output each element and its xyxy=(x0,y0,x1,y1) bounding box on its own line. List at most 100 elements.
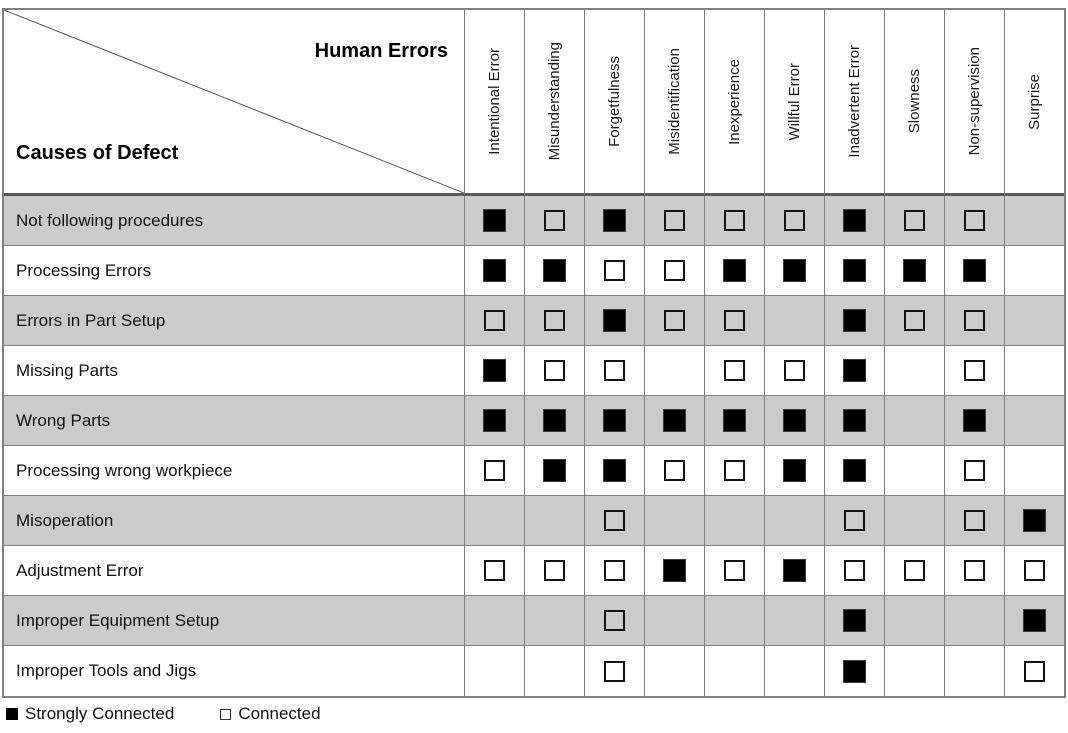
strongly-connected-mark xyxy=(543,409,566,432)
strongly-connected-mark xyxy=(843,459,866,482)
legend-item-strongly-connected: Strongly Connected xyxy=(6,704,174,724)
connected-mark xyxy=(484,460,505,481)
column-header-label: Surprise xyxy=(1026,73,1043,130)
matrix-cell xyxy=(524,546,584,596)
matrix-cell xyxy=(824,596,884,646)
matrix-cell xyxy=(524,396,584,446)
strongly-connected-mark xyxy=(783,459,806,482)
column-header-label: Inexperience xyxy=(726,58,743,145)
matrix-cell xyxy=(704,646,764,696)
matrix-cell xyxy=(524,596,584,646)
connected-mark xyxy=(484,310,505,331)
matrix-cell xyxy=(884,246,944,296)
matrix-cell xyxy=(464,296,524,346)
matrix-cell xyxy=(644,396,704,446)
matrix-cell xyxy=(764,596,824,646)
matrix-cell xyxy=(1004,196,1064,246)
matrix-cell xyxy=(464,396,524,446)
column-header-willful-error: Willful Error xyxy=(764,10,824,196)
connected-mark xyxy=(544,310,565,331)
matrix-cell xyxy=(464,246,524,296)
matrix-cell xyxy=(464,596,524,646)
matrix-cell xyxy=(884,196,944,246)
connected-mark xyxy=(724,360,745,381)
matrix-cell xyxy=(464,496,524,546)
column-header-label: Slowness xyxy=(906,69,923,134)
column-axis-title: Human Errors xyxy=(314,40,448,62)
matrix-cell xyxy=(944,346,1004,396)
matrix-cell xyxy=(524,196,584,246)
matrix-cell xyxy=(944,246,1004,296)
legend-strong-label: Strongly Connected xyxy=(25,704,175,723)
matrix-cell xyxy=(1004,446,1064,496)
matrix-cell xyxy=(824,546,884,596)
matrix-cell xyxy=(824,246,884,296)
matrix-cell xyxy=(524,346,584,396)
column-header-label: Willful Error xyxy=(786,62,803,141)
strongly-connected-mark xyxy=(783,559,806,582)
row-label-misoperation: Misoperation xyxy=(4,496,464,546)
connected-mark xyxy=(964,360,985,381)
matrix-cell xyxy=(884,596,944,646)
matrix-cell xyxy=(464,646,524,696)
diagonal-divider-line xyxy=(4,10,464,193)
column-header-misunderstanding: Misunderstanding xyxy=(524,10,584,196)
connected-mark xyxy=(604,610,625,631)
connected-mark xyxy=(544,560,565,581)
row-label-processing-wrong-workpiece: Processing wrong workpiece xyxy=(4,446,464,496)
matrix-cell xyxy=(944,196,1004,246)
strongly-connected-mark xyxy=(963,409,986,432)
strongly-connected-mark xyxy=(543,459,566,482)
strongly-connected-mark xyxy=(1023,509,1046,532)
matrix-cell xyxy=(944,296,1004,346)
connected-mark xyxy=(664,460,685,481)
column-header-label: Inadvertent Error xyxy=(846,45,863,158)
column-header-non-supervision: Non-supervision xyxy=(944,10,1004,196)
strongly-connected-mark xyxy=(483,409,506,432)
matrix-cell xyxy=(704,496,764,546)
matrix-cell xyxy=(584,446,644,496)
matrix-cell xyxy=(884,546,944,596)
matrix-cell xyxy=(524,296,584,346)
strongly-connected-mark xyxy=(783,409,806,432)
matrix-cell xyxy=(824,496,884,546)
row-label-processing-errors: Processing Errors xyxy=(4,246,464,296)
column-header-label: Non-supervision xyxy=(966,47,983,156)
connected-mark xyxy=(964,560,985,581)
connected-mark xyxy=(964,510,985,531)
row-label-errors-in-part-setup: Errors in Part Setup xyxy=(4,296,464,346)
strongly-connected-mark xyxy=(603,309,626,332)
matrix-cell xyxy=(584,246,644,296)
matrix-cell xyxy=(884,396,944,446)
matrix-cell xyxy=(644,296,704,346)
strongly-connected-mark xyxy=(543,259,566,282)
strongly-connected-mark xyxy=(723,259,746,282)
matrix-cell xyxy=(764,246,824,296)
matrix-cell xyxy=(584,196,644,246)
matrix-cell xyxy=(824,196,884,246)
strongly-connected-mark xyxy=(783,259,806,282)
matrix-cell xyxy=(464,546,524,596)
matrix-cell xyxy=(524,496,584,546)
column-header-inexperience: Inexperience xyxy=(704,10,764,196)
matrix-cell xyxy=(524,646,584,696)
matrix-cell xyxy=(1004,346,1064,396)
connected-mark xyxy=(904,560,925,581)
matrix-cell xyxy=(644,346,704,396)
matrix-cell xyxy=(644,596,704,646)
legend-item-connected: Connected xyxy=(220,704,321,724)
matrix-cell xyxy=(644,546,704,596)
matrix-cell xyxy=(464,446,524,496)
strongly-connected-mark xyxy=(903,259,926,282)
column-header-label: Intentional Error xyxy=(486,48,503,155)
matrix-cell xyxy=(584,646,644,696)
matrix-cell xyxy=(644,646,704,696)
matrix-cell xyxy=(584,546,644,596)
connected-mark xyxy=(784,360,805,381)
connection-matrix: Human Errors Causes of Defect Intentiona… xyxy=(2,8,1066,698)
strongly-connected-mark xyxy=(663,559,686,582)
column-header-label: Misidentification xyxy=(666,48,683,155)
connected-mark xyxy=(964,460,985,481)
connected-mark xyxy=(604,560,625,581)
matrix-cell xyxy=(704,296,764,346)
